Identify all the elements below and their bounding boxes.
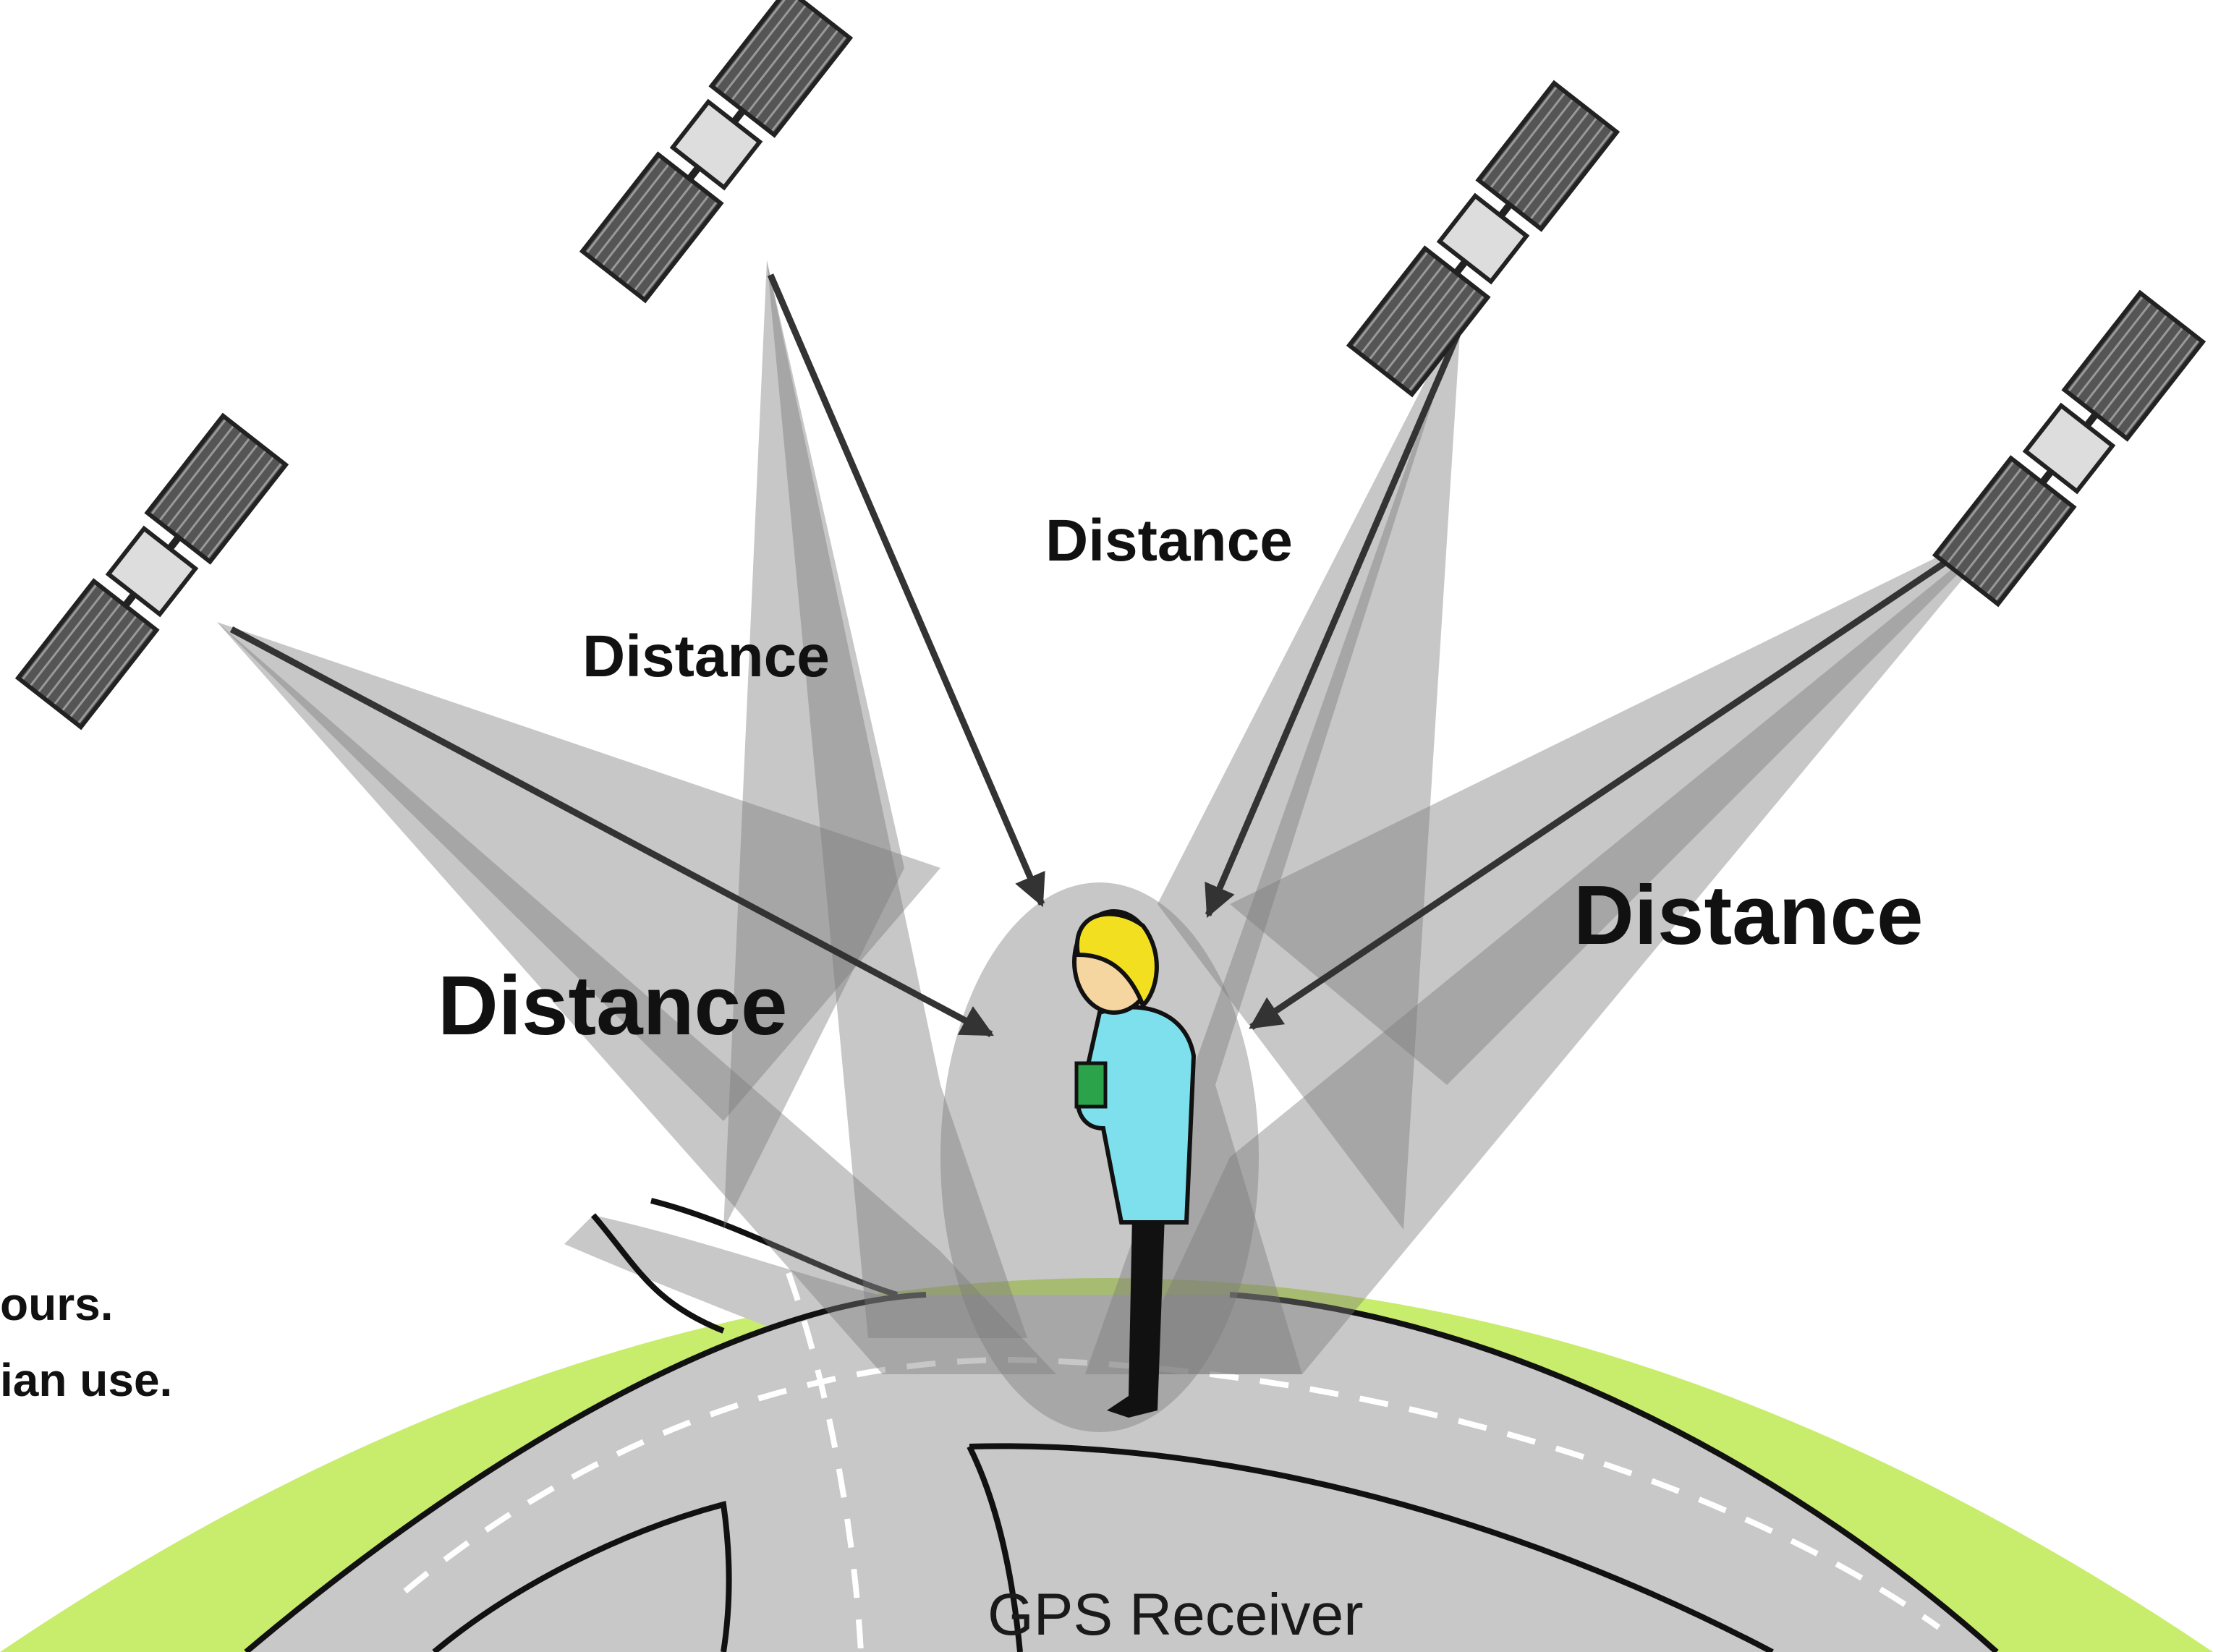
distance-label-mid: Distance [582,623,830,689]
side-text-line-1: ours. [0,1278,113,1330]
satellite-icon [1349,83,1617,394]
distance-label-right: Distance [1573,868,1924,962]
satellite-icon [18,416,286,727]
gps-receiver-caption: GPS Receiver [987,1582,1364,1648]
distance-label-left: Distance [438,958,788,1052]
satellite-icon [582,0,850,300]
side-text-line-2: ian use. [0,1354,172,1406]
gps-device-icon [1076,1063,1105,1107]
satellite-icon [1935,293,2203,604]
distance-label-top: Distance [1045,508,1293,574]
signal-beams [217,260,2011,1432]
